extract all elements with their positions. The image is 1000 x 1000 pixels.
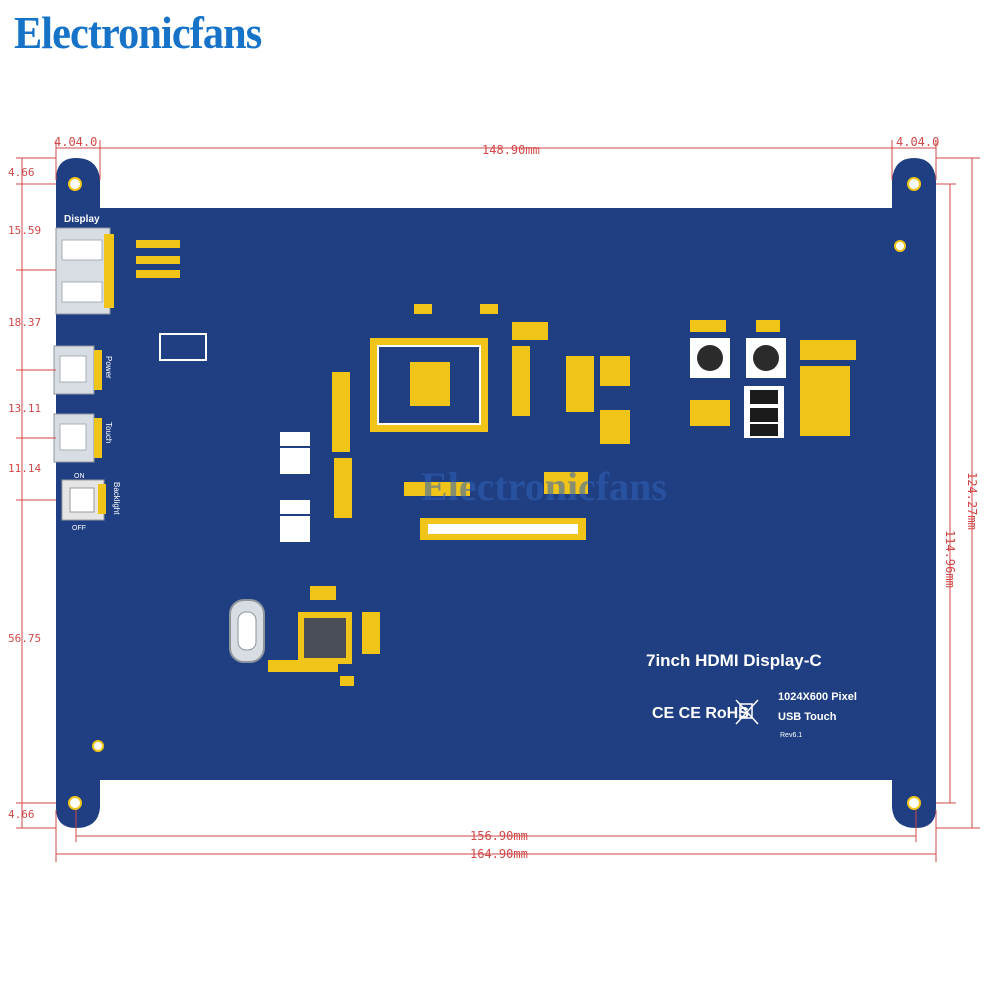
dim-top-left-offset: 4.04.0	[54, 135, 97, 149]
mount-hole-br	[907, 796, 921, 810]
power-diodes	[744, 386, 784, 438]
dim-left-power: 18.37	[8, 316, 41, 329]
dim-left-top: 4.66	[8, 166, 35, 179]
dim-bottom-outer: 164.90mm	[470, 847, 528, 861]
dim-left-bottom: 4.66	[8, 808, 35, 821]
dim-top-right-offset: 4.04.0	[896, 135, 939, 149]
dim-left-backlight: 11.14	[8, 462, 41, 475]
dim-right-inner: 114.96mm	[943, 530, 957, 588]
main-ic	[370, 338, 488, 432]
weee-icon	[735, 699, 759, 725]
fiducial-bl	[92, 740, 104, 752]
dim-left-display: 15.59	[8, 224, 41, 237]
label-power: Power	[104, 356, 113, 379]
watermark: Electronicfans	[421, 464, 667, 509]
voltage-regulators	[280, 432, 310, 542]
mount-hole-tr	[907, 177, 921, 191]
resolution-text: 1024X600 Pixel	[778, 691, 857, 703]
usb-mcu	[298, 612, 352, 664]
power-inductors	[690, 338, 786, 378]
mount-hole-tl	[68, 177, 82, 191]
label-display: Display	[64, 214, 100, 225]
hdmi-connector	[55, 227, 114, 315]
dim-left-mid: 56.75	[8, 632, 41, 645]
fpc-connector	[420, 518, 586, 540]
label-off: OFF	[72, 525, 86, 532]
dimension-lines	[16, 140, 980, 862]
revision-text: Rev6.1	[780, 732, 802, 739]
smd-components	[136, 240, 856, 686]
label-backlight: Backlight	[112, 482, 121, 515]
dim-right-outer: 124.27mm	[965, 472, 979, 530]
dim-left-touch: 13.11	[8, 402, 41, 415]
dim-bottom-inner: 156.90mm	[470, 829, 528, 843]
backlight-switch	[61, 479, 106, 521]
touch-text: USB Touch	[778, 711, 837, 723]
crystal	[229, 599, 265, 663]
usb-power-connector	[53, 345, 102, 395]
label-on: ON	[74, 473, 85, 480]
dim-top-width: 148.90mm	[482, 143, 540, 157]
label-touch: Touch	[104, 422, 113, 443]
board-title: 7inch HDMI Display-C	[646, 651, 822, 670]
fiducial-tr	[894, 240, 906, 252]
mount-hole-bl	[68, 796, 82, 810]
mounting-holes	[68, 177, 921, 810]
usb-touch-connector	[53, 413, 102, 463]
cert-marks: CE CE RoHS	[652, 705, 749, 722]
brand-logo: Electronicfans	[14, 7, 262, 58]
